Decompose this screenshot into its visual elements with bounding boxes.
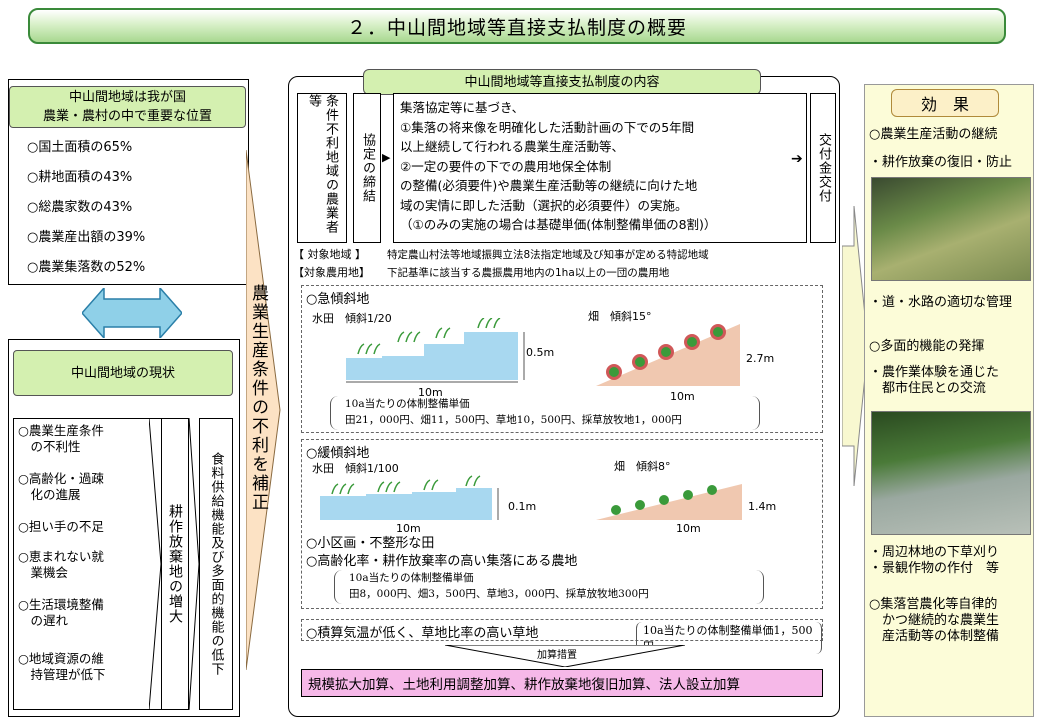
steep-title: ○急傾斜地 [306, 292, 370, 307]
gentle-paddy-label: 水田 傾斜1/100 [312, 462, 399, 475]
current-state-header: 中山間地域の現状 [13, 350, 233, 396]
arrow-icon: ➔ [791, 151, 803, 167]
page-title: ２．中山間地域等直接支払制度の概要 [28, 8, 1006, 44]
steep-unit-title: 10a当たりの体制整備単価 [345, 398, 470, 410]
gentle-field-height: 1.4m [748, 500, 777, 513]
photo-rice-planting [871, 411, 1031, 535]
addition-label: 加算措置 [537, 650, 577, 661]
list-item: ○総農家数の43% [27, 200, 133, 215]
aging-text: ○高齢化率・耕作放棄率の高い集落にある農地 [306, 554, 578, 569]
list-item: ○農業産出額の39% [27, 230, 146, 245]
farmer-box: 条件不利地域の農業者等 [297, 93, 347, 243]
agreement-line: 以上継続して行われる農業生産活動等、 [400, 139, 625, 154]
steep-paddy-height: 0.5m [526, 346, 555, 359]
agreement-line: ①集落の将来像を明確化した活動計画の下での5年間 [400, 119, 695, 135]
agreement-line: （①のみの実施の場合は基礎単価(体制整備単価の8割)） [400, 217, 717, 232]
gentle-field-diagram [596, 484, 742, 520]
target-land-label: 【対象農用地】 [293, 266, 370, 279]
target-area-label: 【 対象地域 】 [293, 248, 366, 261]
list-item: ○恵まれない就 業機会 [18, 549, 104, 580]
agreement-line: 域の実情に即した活動（選択的必須要件）の実施。 [400, 197, 688, 213]
system-content-header: 中山間地域等直接支払制度の内容 [363, 69, 761, 95]
effect-item: ・農作業体験を通じた 都市住民との交流 [869, 365, 1000, 396]
gentle-unit-title: 10a当たりの体制整備単価 [349, 572, 474, 584]
gentle-paddy-len: 10m [396, 522, 421, 535]
agreement-detail: 集落協定等に基づき、 ①集落の将来像を明確化した活動計画の下での5年間 以上継続… [393, 93, 807, 243]
gentle-paddy-diagram [320, 475, 499, 520]
effect-item: ○多面的機能の発揮 [869, 339, 985, 354]
target-land: 下記基準に該当する農振農用地内の1ha以上の一団の農用地 [387, 267, 670, 279]
agreement-box: 協定の締結 [353, 93, 381, 243]
effect-item: ・耕作放棄の復旧・防止 [869, 155, 1013, 170]
big-right-arrow-icon [246, 150, 281, 670]
gentle-unit: 田8，000円、畑3，500円、草地3，000円、採草放牧地300円 [349, 588, 649, 600]
steep-paddy-len: 10m [418, 386, 443, 399]
importance-header: 中山間地域は我が国 農業・農村の中で重要な位置 [9, 86, 246, 128]
effects-panel: 効 果 ○農業生産活動の継続 ・耕作放棄の復旧・防止 ・道・水路の適切な管理 ○… [864, 84, 1034, 717]
effect-item: ○農業生産活動の継続 [869, 127, 998, 142]
system-content-panel: 中山間地域等直接支払制度の内容 条件不利地域の農業者等 協定の締結 ▶ 集落協定… [288, 69, 840, 717]
effects-arrow-icon [842, 206, 868, 486]
small-plot-text: ○小区画・不整形な田 [306, 536, 435, 551]
steep-field-diagram [596, 324, 740, 386]
grant-box: 交付金交付 [810, 93, 836, 243]
gentle-field-len: 10m [676, 522, 701, 535]
steep-unit: 田21，000円、畑11，500円、草地10，500円、採草放牧地1，000円 [345, 414, 682, 426]
addition-arrow-icon [445, 645, 685, 667]
target-area: 特定農山村法等地域振興立法8法指定地域及び知事が定める特認地域 [387, 249, 709, 261]
gentle-paddy-height: 0.1m [508, 500, 537, 513]
effects-header: 効 果 [891, 89, 999, 117]
list-item: ○高齢化・過疎 化の進展 [18, 471, 104, 502]
steep-field-len: 10m [670, 390, 695, 403]
photo-farming [871, 177, 1031, 281]
steep-field-height: 2.7m [746, 352, 775, 365]
arrow-icon: ▶ [382, 151, 391, 164]
gentle-section: ○緩傾斜地 水田 傾斜1/100 0.1m 10m 畑 傾斜8° 1.4m 10… [301, 439, 823, 609]
correction-label: 農業生産条件の不利を補正 [248, 284, 268, 512]
addition-box: 規模拡大加算、土地利用調整加算、耕作放棄地復旧加算、法人設立加算 [301, 669, 823, 697]
cold-text: ○積算気温が低く、草地比率の高い草地 [306, 626, 539, 641]
agreement-line: 集落協定等に基づき、 [400, 100, 525, 115]
conditions-list: ○農業生産条件 の不利性 ○高齢化・過疎 化の進展 ○担い手の不足 ○恵まれない… [13, 418, 161, 710]
cold-grassland-row: ○積算気温が低く、草地比率の高い草地 10a当たりの体制整備単価1，500円 [301, 619, 823, 654]
list-item: ○農業生産条件 の不利性 [18, 423, 104, 454]
effect-item: ○集落営農化等自律的 かつ継続的な農業生 産活動等の体制整備 [869, 597, 1000, 644]
steep-paddy-label: 水田 傾斜1/20 [312, 312, 392, 325]
list-item: ○国土面積の65% [27, 140, 133, 155]
list-item: ○担い手の不足 [18, 519, 104, 534]
steep-section: ○急傾斜地 水田 傾斜1/20 0.5m 10m 畑 傾斜15° 2.7m 10… [301, 285, 823, 433]
agreement-line: の整備(必須要件)や農業生産活動等の継続に向けた地 [400, 178, 698, 193]
agreement-line: ②一定の要件の下での農用地保全体制 [400, 158, 612, 174]
gentle-unit-bracket: 10a当たりの体制整備単価 田8，000円、畑3，500円、草地3，000円、採… [334, 570, 764, 604]
steep-unit-bracket: 10a当たりの体制整備単価 田21，000円、畑11，500円、草地10，500… [330, 396, 760, 430]
double-arrow-icon [82, 288, 182, 338]
effect-item: ・道・水路の適切な管理 [869, 295, 1013, 310]
steep-field-label: 畑 傾斜15° [588, 310, 652, 323]
abandonment-box: 耕作放棄地の増大 [161, 418, 189, 710]
list-item: ○地域資源の維 持管理が低下 [18, 651, 106, 682]
list-item: ○生活環境整備 の遅れ [18, 597, 104, 628]
steep-paddy-diagram [346, 318, 525, 383]
importance-panel: 中山間地域は我が国 農業・農村の中で重要な位置 ○国土面積の65% ○耕地面積の… [8, 79, 249, 285]
gentle-field-label: 畑 傾斜8° [614, 460, 671, 473]
gentle-title: ○緩傾斜地 [306, 446, 370, 461]
list-item: ○耕地面積の43% [27, 170, 133, 185]
current-state-panel: 中山間地域の現状 ○農業生産条件 の不利性 ○高齢化・過疎 化の進展 ○担い手の… [8, 339, 240, 717]
effect-item: ・周辺林地の下草刈り ・景観作物の作付 等 [869, 545, 1000, 576]
list-item: ○農業集落数の52% [27, 260, 146, 275]
decline-box: 食料供給機能及び多面的機能の低下 [199, 418, 233, 710]
